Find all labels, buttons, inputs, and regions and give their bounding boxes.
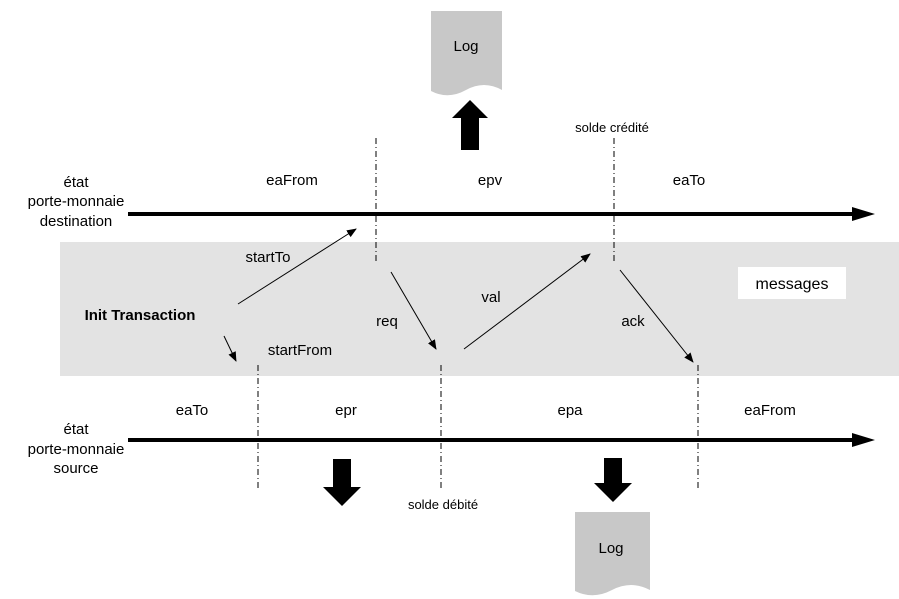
messages-label: messages — [756, 276, 829, 293]
svg-text:état: état — [63, 421, 89, 438]
arrow-req — [390, 271, 437, 350]
init-transaction-label: Init Transaction — [85, 307, 196, 324]
log-document-bottom: Log — [575, 512, 650, 596]
svg-text:porte-monnaie: porte-monnaie — [28, 193, 125, 210]
event-credited: solde crédité — [575, 120, 649, 135]
svg-text:état: état — [63, 174, 89, 191]
destination-lane-label: état porte-monnaie destination — [28, 174, 125, 230]
src-state-epa: epa — [557, 402, 583, 419]
source-timeline-head — [852, 433, 875, 447]
messages-label-box — [738, 267, 846, 299]
dest-state-epv: epv — [478, 172, 503, 189]
svg-text:porte-monnaie: porte-monnaie — [28, 441, 125, 458]
dest-state-eaTo: eaTo — [673, 172, 706, 189]
messages-band — [60, 242, 899, 376]
msg-startTo: startTo — [245, 249, 290, 266]
arrow-val — [463, 253, 591, 350]
log-label-bottom: Log — [598, 540, 623, 557]
arrow-ack — [619, 269, 694, 363]
src-state-epr: epr — [335, 402, 357, 419]
src-state-eaTo: eaTo — [176, 402, 209, 419]
svg-text:source: source — [53, 460, 98, 477]
destination-timeline-head — [852, 207, 875, 221]
source-lane-label: état porte-monnaie source — [28, 421, 125, 477]
arrow-startTo — [237, 228, 357, 305]
log-label-top: Log — [453, 38, 478, 55]
src-state-eaFrom: eaFrom — [744, 402, 796, 419]
msg-req: req — [376, 313, 398, 330]
arrow-startFrom — [223, 335, 237, 362]
down-block-arrow-left — [323, 459, 361, 506]
msg-val: val — [481, 289, 500, 306]
dest-state-eaFrom: eaFrom — [266, 172, 318, 189]
msg-startFrom: startFrom — [268, 342, 332, 359]
event-debited: solde débité — [408, 497, 478, 512]
log-document-top: Log — [431, 11, 502, 96]
up-block-arrow — [452, 100, 488, 150]
down-block-arrow-right — [594, 458, 632, 502]
msg-ack: ack — [621, 313, 645, 330]
svg-text:destination: destination — [40, 213, 113, 230]
